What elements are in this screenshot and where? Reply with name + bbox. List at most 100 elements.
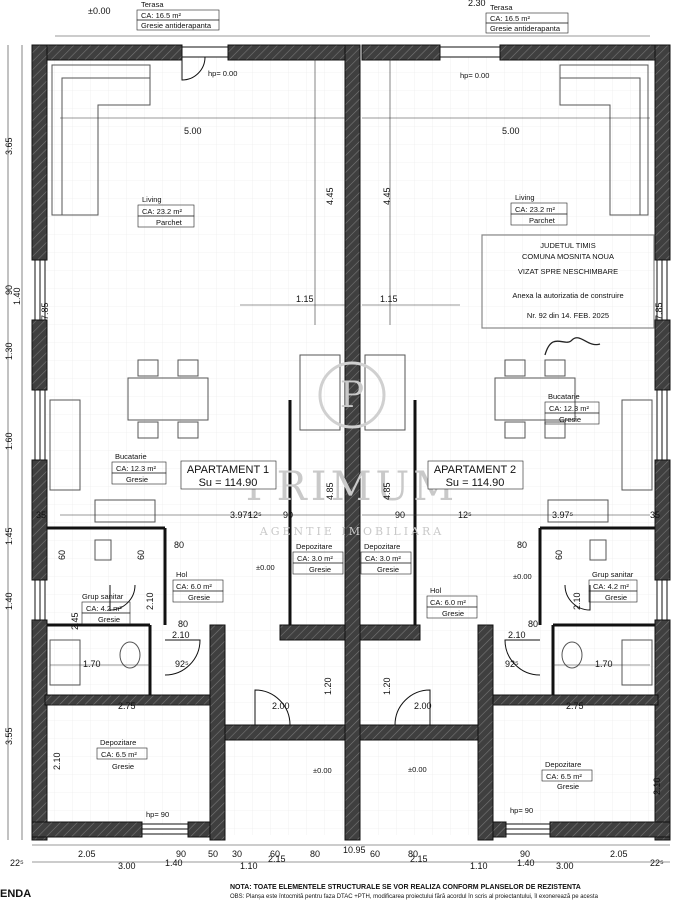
- legend-label: ENDA: [0, 888, 31, 900]
- svg-text:CA: 16.5 m²: CA: 16.5 m²: [490, 14, 531, 23]
- svg-text:1.30: 1.30: [4, 342, 14, 360]
- room-label-depozitare-large-right: Depozitare CA: 6.5 m² Gresie: [541, 760, 593, 791]
- footer-note2: OBS: Planșa este întocmită pentru faza D…: [230, 894, 599, 900]
- svg-text:1.70: 1.70: [595, 659, 613, 669]
- svg-text:22⁵: 22⁵: [10, 858, 24, 868]
- svg-text:CA: 4.2 m²: CA: 4.2 m²: [593, 582, 629, 591]
- svg-text:P: P: [340, 375, 364, 416]
- svg-text:1.40: 1.40: [517, 858, 535, 868]
- room-label-bucatarie-right: Bucatarie CA: 12.3 m² Gresie: [544, 392, 600, 425]
- svg-text:2.10: 2.10: [172, 630, 190, 640]
- svg-text:2.05: 2.05: [610, 849, 628, 859]
- svg-text:90: 90: [176, 849, 186, 859]
- svg-text:80: 80: [528, 619, 538, 629]
- svg-text:60: 60: [270, 849, 280, 859]
- svg-text:Gresie: Gresie: [126, 475, 148, 484]
- svg-text:Depozitare: Depozitare: [296, 542, 332, 551]
- room-label-terasa-right: Terasa CA: 16.5 m² Gresie antiderapanta: [485, 3, 569, 34]
- svg-text:4.85: 4.85: [325, 482, 335, 500]
- svg-text:3.97⁵: 3.97⁵: [230, 510, 252, 520]
- stamp-line1: JUDETUL TIMIS: [540, 241, 595, 250]
- room-label-depozitare-small-right: Depozitare CA: 3.0 m² Gresie: [360, 542, 412, 575]
- svg-text:60: 60: [57, 550, 67, 560]
- svg-text:hp= 90: hp= 90: [146, 810, 169, 819]
- svg-text:12⁵: 12⁵: [248, 510, 262, 520]
- svg-text:1.15: 1.15: [296, 294, 314, 304]
- apartment-label-2: APARTAMENT 2 Su = 114.90: [427, 460, 524, 490]
- room-label-grup-sanitar-left: Grup sanitar CA: 4.2 m² Gresie: [81, 592, 131, 625]
- signature: [544, 337, 601, 356]
- svg-text:2.15: 2.15: [268, 854, 286, 864]
- svg-text:Gresie: Gresie: [112, 762, 134, 771]
- svg-text:35: 35: [36, 510, 46, 520]
- level-markers: hp= 0.00 hp= 0.00 ±0.00 ±0.00 ±0.00 ±0.0…: [146, 69, 533, 819]
- svg-text:CA: 6.5 m²: CA: 6.5 m²: [101, 750, 137, 759]
- svg-text:CA: 4.2 m²: CA: 4.2 m²: [86, 604, 122, 613]
- room-label-depozitare-small-left: Depozitare CA: 3.0 m² Gresie: [292, 542, 344, 575]
- svg-text:Gresie: Gresie: [377, 565, 399, 574]
- svg-text:2.10: 2.10: [52, 752, 62, 770]
- svg-text:Gresie antiderapanta: Gresie antiderapanta: [141, 21, 212, 30]
- svg-text:hp= 90: hp= 90: [510, 806, 533, 815]
- svg-text:1.40: 1.40: [165, 858, 183, 868]
- svg-text:2.10: 2.10: [652, 777, 662, 795]
- svg-text:±0.00: ±0.00: [513, 572, 532, 581]
- svg-text:Parchet: Parchet: [529, 216, 556, 225]
- dimension-lines: [7, 35, 670, 863]
- room-label-depozitare-large-left: Depozitare CA: 6.5 m² Gresie: [96, 738, 148, 771]
- svg-text:CA: 3.0 m²: CA: 3.0 m²: [297, 554, 333, 563]
- room-label-terasa-left: Terasa CA: 16.5 m² Gresie antiderapanta: [136, 0, 220, 31]
- svg-text:90: 90: [283, 510, 293, 520]
- svg-text:hp= 0.00: hp= 0.00: [460, 71, 489, 80]
- svg-text:CA: 12.3 m²: CA: 12.3 m²: [549, 404, 590, 413]
- svg-text:CA: 3.0 m²: CA: 3.0 m²: [365, 554, 401, 563]
- svg-text:2.00: 2.00: [414, 701, 432, 711]
- svg-text:2.10: 2.10: [572, 592, 582, 610]
- svg-text:Gresie: Gresie: [605, 593, 627, 602]
- svg-text:30: 30: [232, 849, 242, 859]
- svg-text:Gresie: Gresie: [98, 615, 120, 624]
- svg-text:80: 80: [408, 849, 418, 859]
- svg-text:Gresie: Gresie: [188, 593, 210, 602]
- svg-text:2.15: 2.15: [410, 854, 428, 864]
- svg-text:1.10: 1.10: [240, 861, 258, 871]
- svg-text:1.40: 1.40: [12, 287, 22, 305]
- watermark-line1: PRIMUM: [246, 464, 458, 510]
- svg-text:12⁵: 12⁵: [458, 510, 472, 520]
- svg-text:1.20: 1.20: [382, 677, 392, 695]
- svg-text:3.00: 3.00: [556, 861, 574, 871]
- svg-text:3.00: 3.00: [118, 861, 136, 871]
- svg-text:4.85: 4.85: [382, 482, 392, 500]
- svg-text:Gresie: Gresie: [442, 609, 464, 618]
- stamp-line4: Anexa la autorizatia de construire: [512, 291, 623, 300]
- svg-text:±0.00: ±0.00: [256, 563, 275, 572]
- level-top-right: 2.30: [468, 0, 486, 8]
- watermark: P PRIMUM AGENTIE IMOBILIARA: [246, 361, 458, 538]
- svg-text:Gresie: Gresie: [557, 782, 579, 791]
- interior-partitions: [47, 400, 655, 695]
- svg-text:22⁵: 22⁵: [650, 858, 664, 868]
- svg-text:1.70: 1.70: [83, 659, 101, 669]
- svg-text:Hol: Hol: [430, 586, 442, 595]
- room-label-grup-sanitar-right: Grup sanitar CA: 4.2 m² Gresie: [588, 570, 638, 603]
- svg-text:90: 90: [395, 510, 405, 520]
- svg-text:90: 90: [4, 285, 14, 295]
- authorization-stamp: JUDETUL TIMIS COMUNA MOSNITA NOUA VIZAT …: [481, 234, 655, 356]
- svg-text:CA: 12.3 m²: CA: 12.3 m²: [116, 464, 157, 473]
- svg-text:Bucatarie: Bucatarie: [548, 392, 580, 401]
- svg-text:7.85: 7.85: [40, 302, 50, 320]
- svg-text:90: 90: [520, 849, 530, 859]
- svg-text:2.00: 2.00: [272, 701, 290, 711]
- svg-text:CA: 6.0 m²: CA: 6.0 m²: [430, 598, 466, 607]
- svg-text:CA: 23.2 m²: CA: 23.2 m²: [142, 207, 183, 216]
- svg-text:Parchet: Parchet: [156, 218, 183, 227]
- svg-text:Grup sanitar: Grup sanitar: [592, 570, 634, 579]
- svg-text:2.45: 2.45: [70, 612, 80, 630]
- level-top-left: ±0.00: [88, 6, 110, 16]
- svg-text:1.60: 1.60: [4, 432, 14, 450]
- svg-text:Bucatarie: Bucatarie: [115, 452, 147, 461]
- footer: ENDA NOTA: TOATE ELEMENTELE STRUCTURALE …: [0, 884, 599, 900]
- dimension-labels: 5.00 5.00 1.15 1.15 3.97⁵ 3.97⁵ 1.70 1.7…: [4, 126, 664, 871]
- svg-text:APARTAMENT 1: APARTAMENT 1: [187, 464, 269, 476]
- room-label-bucatarie-left: Bucatarie CA: 12.3 m² Gresie: [111, 452, 167, 485]
